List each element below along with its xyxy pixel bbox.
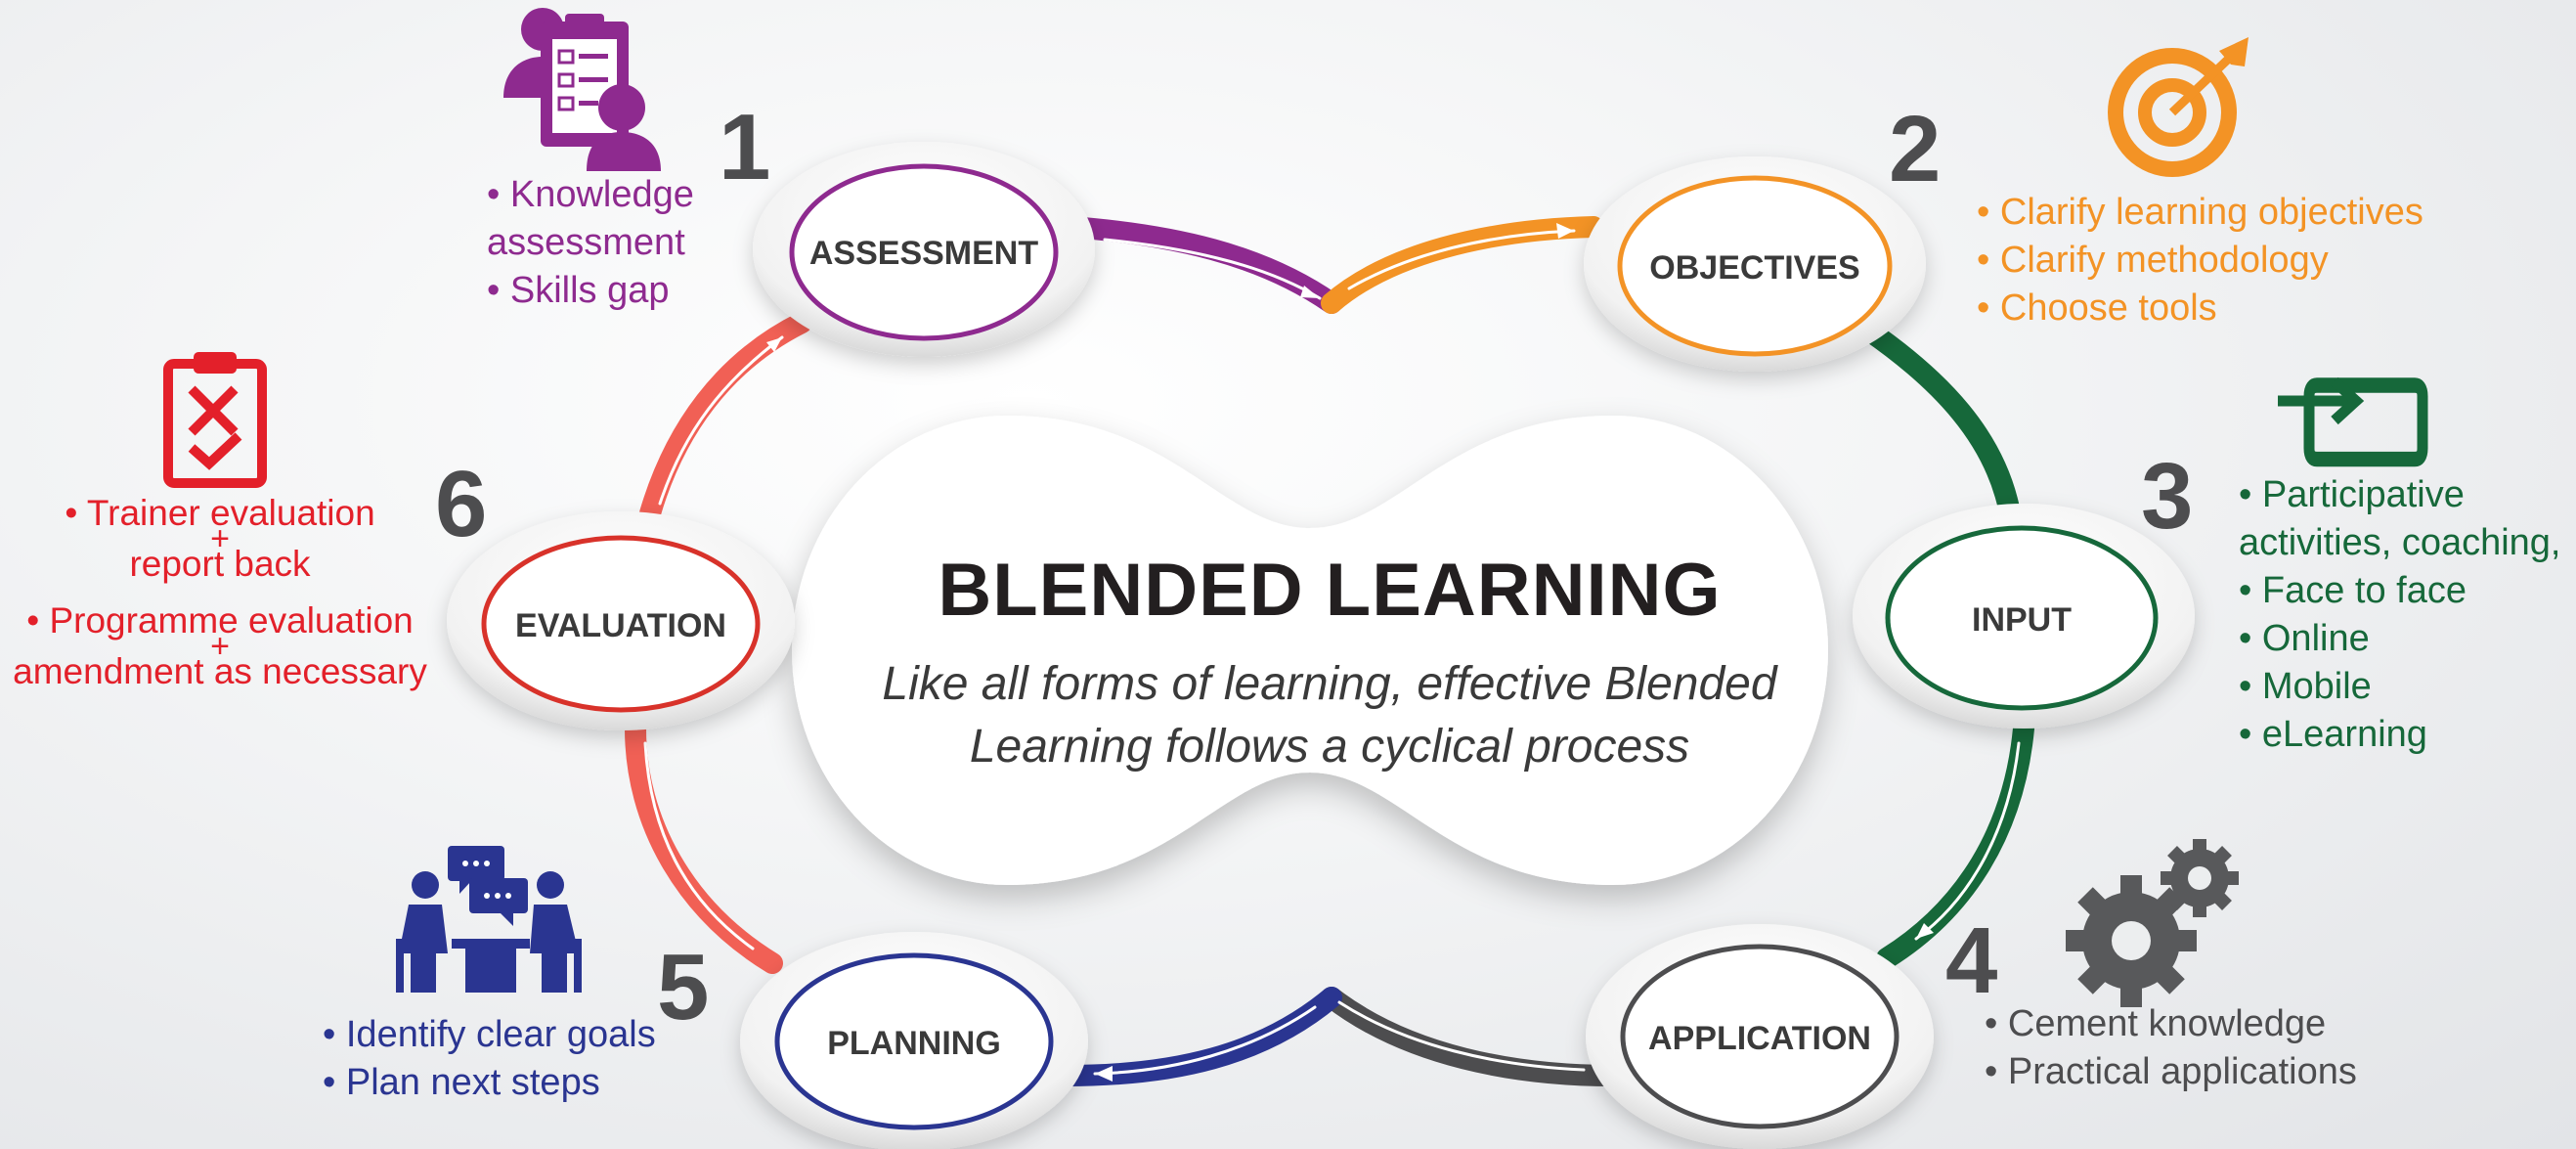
objectives-bullet-1: Clarify learning objectives [1977,189,2423,237]
evaluation-notes: • Trainer evaluation + report back • Pro… [0,493,440,691]
arc-mid-to-planning [1055,987,1342,1086]
cycle-arcs [625,216,2034,1086]
meeting-icon [396,846,582,993]
node-planning[interactable] [740,932,1088,1149]
node-evaluation[interactable] [447,511,795,730]
node-label-assessment: ASSESSMENT [809,235,1038,272]
node-objectives[interactable] [1584,156,1926,372]
target-icon [2108,37,2249,177]
objectives-bullets: Clarify learning objectives Clarify meth… [1977,189,2423,332]
planning-bullets: Identify clear goals Plan next steps [323,1011,656,1107]
evaluation-line-1-text: Trainer evaluation [86,493,375,533]
step-number-4: 4 [1945,908,1997,1013]
node-label-objectives: OBJECTIVES [1649,249,1859,287]
objectives-bullet-3: Choose tools [1977,285,2423,332]
evaluation-line-3-text: Programme evaluation [49,600,414,641]
application-bullet-1: Cement knowledge [1985,1000,2357,1048]
evaluation-line-2: report back [129,544,311,584]
objectives-bullet-2: Clarify methodology [1977,237,2423,285]
arc-assessment-to-mid [1060,216,1342,314]
evaluation-line-4: amendment as necessary [13,651,427,691]
step-number-6: 6 [435,452,487,556]
assessment-bullet-2: Skills gap [487,267,694,315]
step-number-1: 1 [719,95,770,199]
planning-bullet-1: Identify clear goals [323,1011,656,1059]
arc-mid-to-objectives [1321,216,1604,314]
subtitle-line-1: Like all forms of learning, effective Bl… [882,658,1777,710]
step-number-5: 5 [657,935,709,1039]
assessment-bullets: Knowledge assessment Skills gap [487,171,694,315]
input-bullet-1-cont: activities, coaching, [2239,522,2561,563]
checklist-icon [163,352,267,488]
node-input[interactable] [1853,504,2195,729]
input-bullet-1: Participative [2239,471,2561,519]
clipboard-person-icon [503,8,661,171]
node-label-application: APPLICATION [1648,1020,1871,1057]
assessment-bullet-1-cont: assessment [487,222,685,263]
application-bullet-2: Practical applications [1985,1048,2357,1096]
arc-application-to-mid [1321,987,1624,1086]
input-bullets: Participative activities, coaching, Face… [2239,471,2561,759]
arc-evaluation-to-assessment [639,312,812,524]
planning-bullet-2: Plan next steps [323,1059,656,1107]
input-bullet-2: Face to face [2239,567,2561,615]
node-label-input: INPUT [1972,601,2072,639]
evaluation-line-3: • Programme evaluation [26,600,414,641]
input-bullet-3: Online [2239,615,2561,663]
center-cloud [792,416,1828,885]
step-number-3: 3 [2141,444,2193,549]
assessment-bullet-1: Knowledge [487,171,694,219]
subtitle-line-2: Learning follows a cyclical process [969,721,1690,773]
step-number-2: 2 [1889,97,1941,201]
diagram-subtitle: Like all forms of learning, effective Bl… [811,653,1848,778]
node-label-evaluation: EVALUATION [515,607,726,644]
arc-planning-to-evaluation [625,718,783,974]
evaluation-plus-1: + [210,520,230,557]
node-assessment[interactable] [753,142,1095,357]
node-application[interactable] [1586,924,1934,1149]
input-bullet-4: Mobile [2239,663,2561,711]
arc-objectives-to-input [1847,312,2020,519]
application-bullets: Cement knowledge Practical applications [1985,1000,2357,1096]
evaluation-plus-2: + [210,628,230,665]
diagram-title: BLENDED LEARNING [938,549,1722,632]
gears-icon [2066,839,2239,1007]
input-bullet-5: eLearning [2239,711,2561,759]
evaluation-line-1: • Trainer evaluation [65,493,375,533]
node-label-planning: PLANNING [827,1025,1001,1062]
input-screen-icon [2278,376,2428,467]
